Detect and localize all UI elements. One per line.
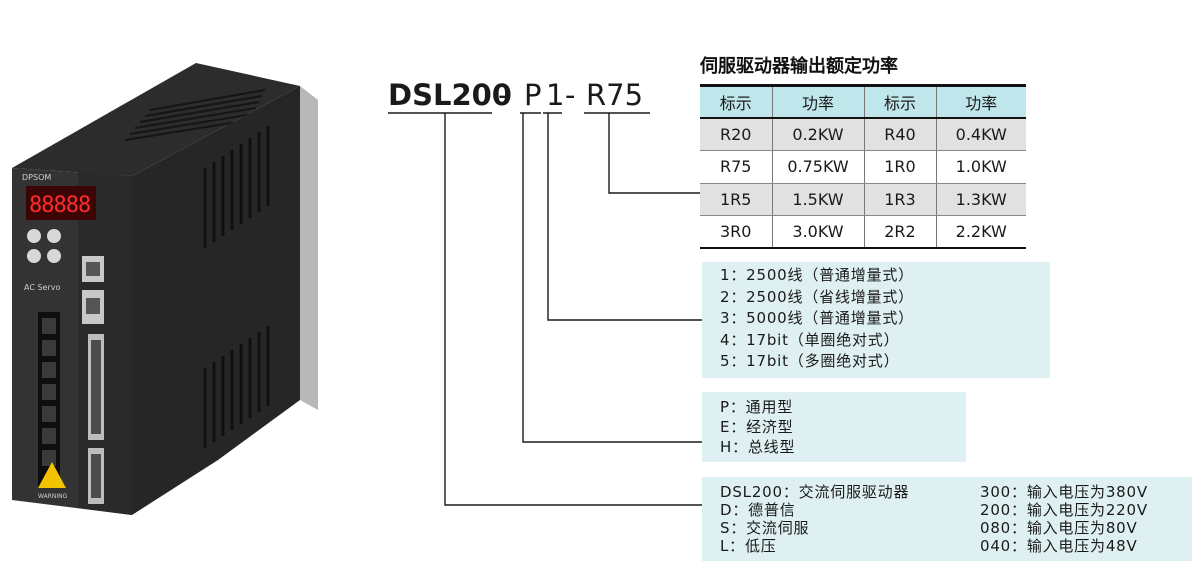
model-dash-1: - <box>498 78 509 112</box>
terminal-screws <box>42 318 56 466</box>
table-cell: 3.0KW <box>772 215 865 249</box>
series-definitions: DSL200：交流伺服驱动器 D：德普信 S：交流伺服 L：低压 <box>720 483 909 555</box>
leader-type <box>522 113 702 443</box>
voltage-definition: 040：输入电压为48V <box>980 537 1138 555</box>
led-display <box>26 186 96 220</box>
encoder-option: 1：2500线（普通增量式） <box>720 266 914 284</box>
table-cell: 3R0 <box>700 215 773 249</box>
panel-label: AC Servo <box>24 283 60 292</box>
type-panel: P：通用型 E：经济型 H：总线型 <box>702 392 966 462</box>
table-cell: 1R0 <box>864 150 937 184</box>
table-cell: 1R5 <box>700 183 773 216</box>
header-code: 标示 <box>864 84 937 119</box>
series-definition: S：交流伺服 <box>720 519 810 537</box>
voltage-definitions: 300：输入电压为380V 200：输入电压为220V 080：输入电压为80V… <box>980 483 1148 555</box>
series-definition: DSL200：交流伺服驱动器 <box>720 483 910 501</box>
table-row: R75 0.75KW 1R0 1.0KW <box>700 150 1026 184</box>
voltage-definition: 300：输入电压为380V <box>980 483 1148 501</box>
model-encoder-code: 1 <box>546 78 565 112</box>
table-cell: 0.4KW <box>936 118 1026 151</box>
model-type-code: P <box>524 78 542 112</box>
table-cell: 1.0KW <box>936 150 1026 184</box>
warning-triangle-icon <box>38 462 66 488</box>
up-key[interactable] <box>47 229 61 243</box>
warning-label: WARNING <box>38 493 68 500</box>
front-right-strip <box>78 172 132 515</box>
model-series-code: DSL200 <box>388 78 512 112</box>
table-row: 3R0 3.0KW 2R2 2.2KW <box>700 215 1026 249</box>
table-cell: R40 <box>864 118 937 151</box>
encoder-option: 2：2500线（省线增量式） <box>720 287 914 306</box>
table-cell: 0.2KW <box>772 118 865 151</box>
table-cell: 1R3 <box>864 183 937 216</box>
table-cell: R20 <box>700 118 773 151</box>
table-cell: 0.75KW <box>772 150 865 184</box>
header-code: 标示 <box>700 84 773 119</box>
model-dash-2: - <box>565 78 576 112</box>
table-row: 1R5 1.5KW 1R3 1.3KW <box>700 183 1026 216</box>
leader-encoder <box>547 113 702 321</box>
power-table: 标示 功率 标示 功率 R20 0.2KW R40 0.4KW R75 0.75… <box>700 84 1026 249</box>
type-option: P：通用型 <box>720 398 794 416</box>
set-key[interactable] <box>27 249 41 263</box>
voltage-definition: 200：输入电压为220V <box>980 501 1148 519</box>
side-vents-upper <box>203 126 270 248</box>
header-power: 功率 <box>772 84 865 119</box>
power-table-header: 标示 功率 标示 功率 <box>700 84 1026 119</box>
down-key[interactable] <box>47 249 61 263</box>
table-cell: R75 <box>700 150 773 184</box>
leader-series <box>444 113 702 506</box>
header-power: 功率 <box>936 84 1026 119</box>
heatsink-edge <box>300 86 318 410</box>
led-digits: 88888 <box>29 193 90 218</box>
model-power-code: R75 <box>586 78 644 112</box>
table-cell: 1.5KW <box>772 183 865 216</box>
series-definition: D：德普信 <box>720 501 796 519</box>
encoder-option: 3：5000线（普通增量式） <box>720 309 914 327</box>
type-option: E：经济型 <box>720 418 794 436</box>
encoder-option: 4：17bit（单圈绝对式） <box>720 330 900 349</box>
top-vents <box>124 89 266 141</box>
leader-power <box>608 113 700 194</box>
power-table-title: 伺服驱动器输出额定功率 <box>700 56 898 77</box>
servo-drive-photo: DPSOM 88888 AC Servo WARNING <box>12 63 318 515</box>
table-cell: 1.3KW <box>936 183 1026 216</box>
table-cell: 2R2 <box>864 215 937 249</box>
mode-key[interactable] <box>27 229 41 243</box>
brand-label: DPSOM <box>22 173 51 182</box>
encoder-option: 5：17bit（多圈绝对式） <box>720 352 900 370</box>
voltage-definition: 080：输入电压为80V <box>980 519 1138 537</box>
side-vents-lower <box>203 326 270 448</box>
type-option: H：总线型 <box>720 438 796 456</box>
table-cell: 2.2KW <box>936 215 1026 249</box>
encoder-panel: 1：2500线（普通增量式） 2：2500线（省线增量式） 3：5000线（普通… <box>702 262 1050 378</box>
series-panel: DSL200：交流伺服驱动器 D：德普信 S：交流伺服 L：低压 300：输入电… <box>702 477 1192 561</box>
series-definition: L：低压 <box>720 537 777 555</box>
table-row: R20 0.2KW R40 0.4KW <box>700 118 1026 151</box>
